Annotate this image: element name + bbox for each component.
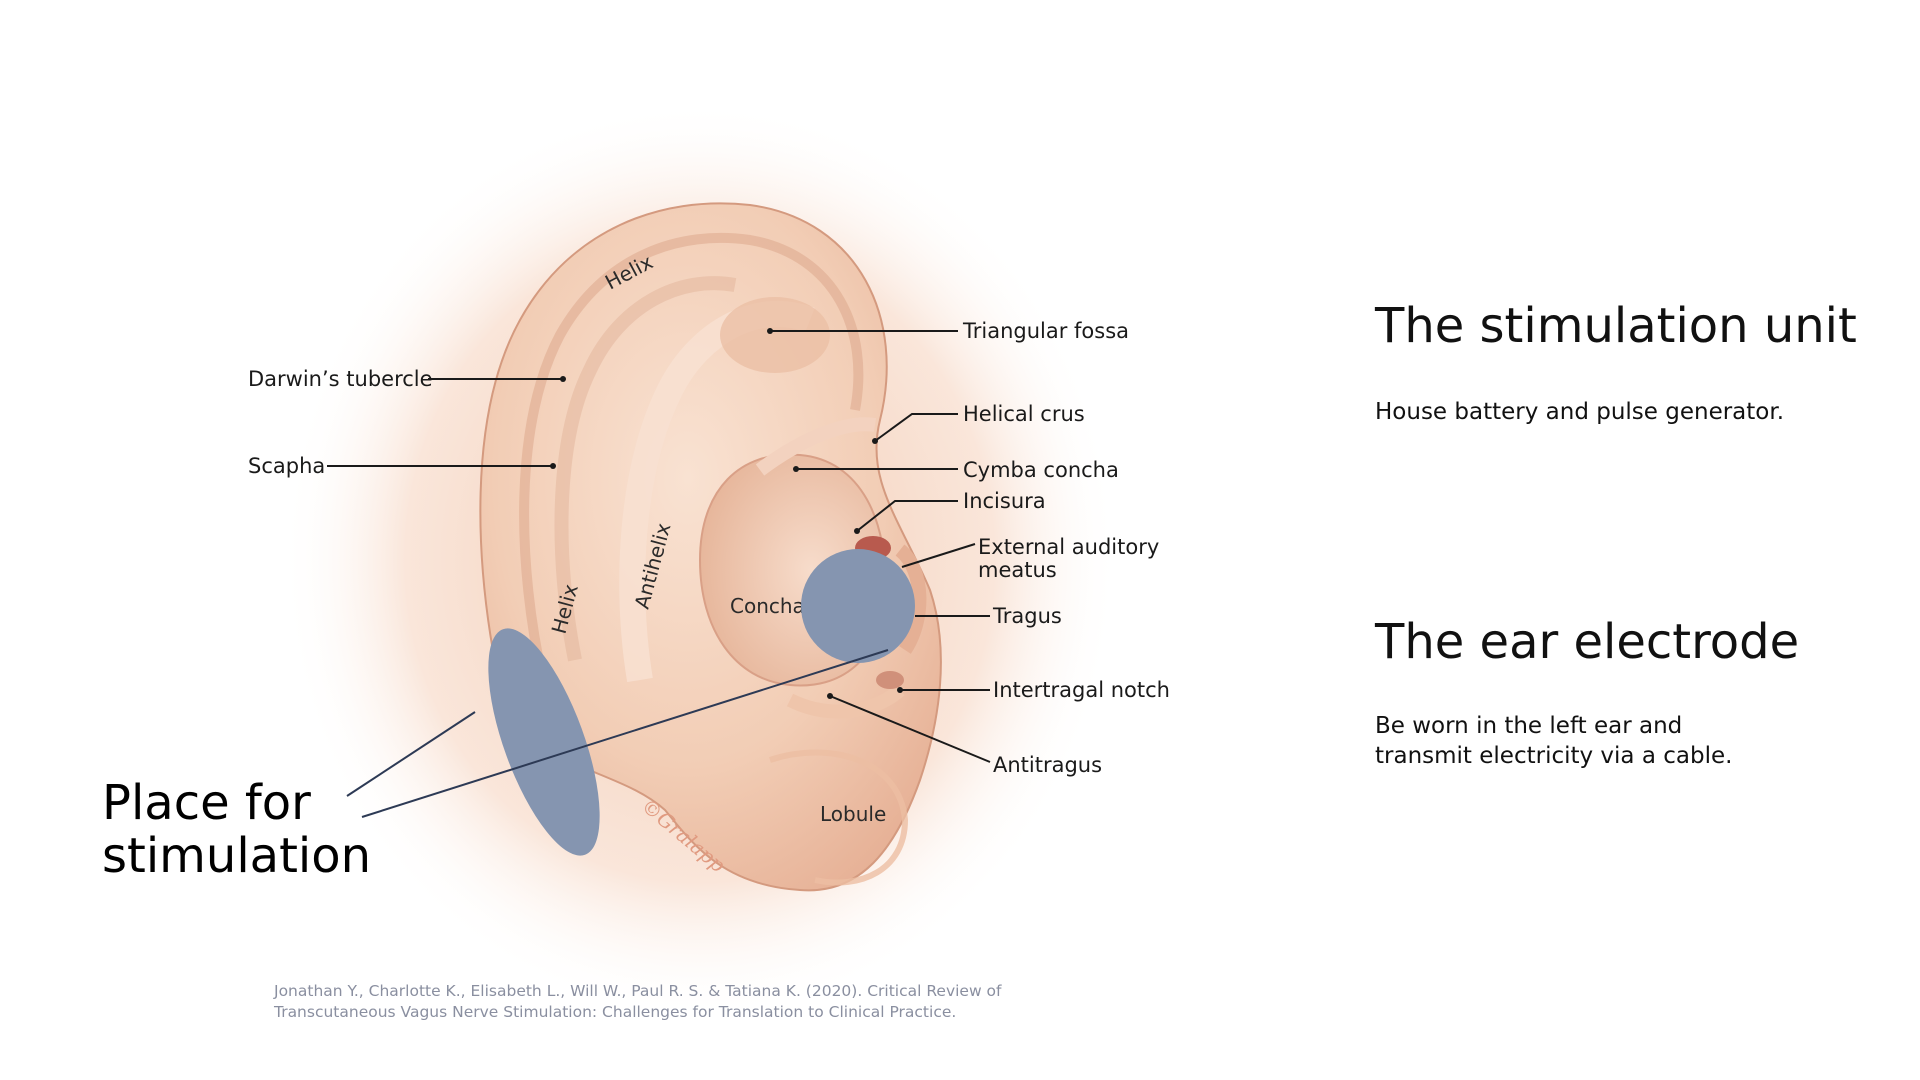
helix-rim: [519, 232, 864, 692]
stimulation-site-marker: [488, 628, 600, 856]
triangular-fossa-dot: [767, 328, 773, 334]
ear-electrode-heading: The ear electrode: [1375, 614, 1800, 670]
incisura-leader: [856, 500, 958, 532]
concha-label: Concha: [730, 594, 805, 618]
scapha-dot: [550, 463, 556, 469]
incisura-dot: [854, 528, 860, 534]
scapha-groove: [554, 276, 737, 662]
tragus-label: Tragus: [992, 604, 1062, 628]
scapha-label: Scapha: [248, 454, 325, 478]
external-auditory-meatus-label-line2: meatus: [978, 558, 1057, 582]
ear-electrode-description: Be worn in the left ear and transmit ele…: [1375, 713, 1733, 769]
tragus-shape: [895, 544, 927, 654]
helical-crus-leader: [874, 413, 958, 442]
antitragus-shape: [786, 684, 905, 719]
cymba-concha-label: Cymba concha: [963, 458, 1119, 482]
tragus-electrode-marker: [801, 549, 915, 663]
helical-crus-dot: [872, 438, 878, 444]
helical-crus-shape: [755, 417, 877, 476]
helical-crus-label: Helical crus: [963, 402, 1085, 426]
triangular-fossa-shape: [720, 297, 830, 373]
darwins-tubercle-label: Darwin’s tubercle: [248, 367, 433, 391]
intertragal-notch-shape: [876, 671, 904, 689]
lobule-shape: [769, 749, 909, 886]
external-auditory-meatus-leader: [901, 543, 976, 568]
stimulation-unit-description: House battery and pulse generator.: [1375, 399, 1785, 425]
antitragus-dot: [827, 693, 833, 699]
darwins-tubercle-dot: [560, 376, 566, 382]
incisura-label: Incisura: [963, 489, 1046, 513]
lobule-label: Lobule: [820, 802, 886, 826]
intertragal-notch-dot: [897, 687, 903, 693]
triangular-fossa-label: Triangular fossa: [962, 319, 1129, 343]
stimulation-unit-heading: The stimulation unit: [1375, 298, 1857, 354]
antitragus-label: Antitragus: [993, 753, 1102, 777]
place-for-stimulation-label: Place for stimulation: [102, 775, 372, 884]
intertragal-notch-label: Intertragal notch: [993, 678, 1170, 702]
stimulation-pointer-upper: [346, 711, 476, 797]
stimulation-pointer-lower: [361, 649, 889, 818]
citation-text: Jonathan Y., Charlotte K., Elisabeth L.,…: [274, 982, 1002, 1021]
cymba-concha-dot: [793, 466, 799, 472]
antitragus-leader: [829, 695, 991, 763]
external-auditory-meatus-label-line1: External auditory: [978, 535, 1159, 559]
